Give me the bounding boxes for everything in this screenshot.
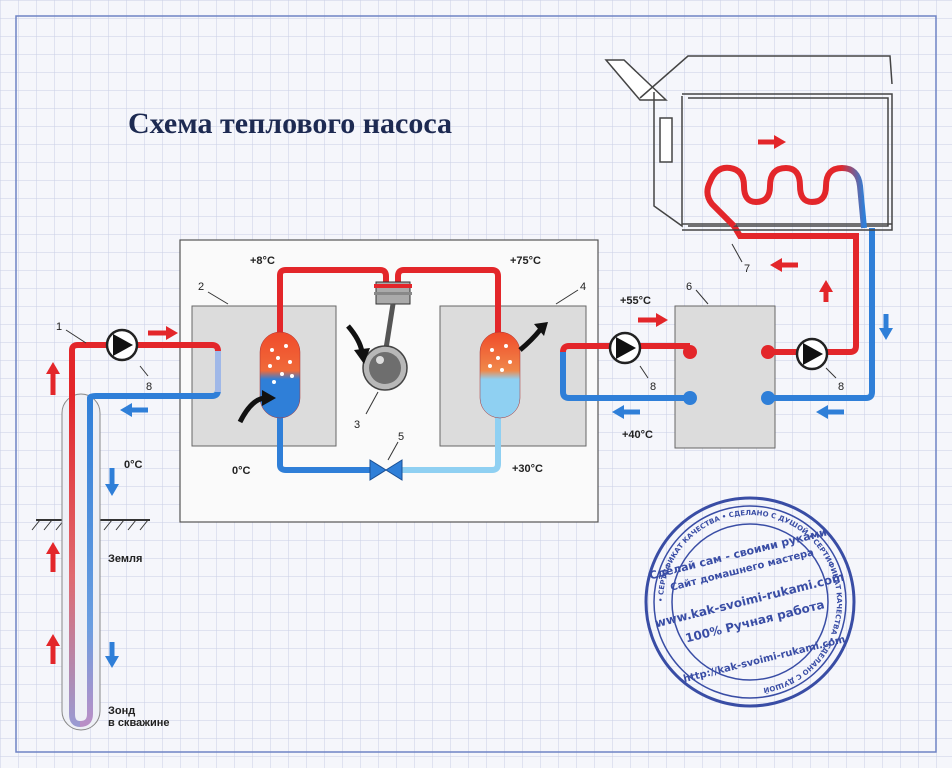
number-4: 4 — [580, 281, 586, 293]
exchanger-port-cold-left — [683, 391, 697, 405]
number-3: 3 — [354, 419, 360, 431]
number-7: 7 — [744, 263, 750, 275]
flow-arrows — [46, 135, 893, 668]
probe-label: Зонд — [108, 705, 135, 717]
ground-label: Земля — [108, 553, 142, 565]
leader-lines — [65, 243, 837, 461]
heat-out-arrow-icon — [518, 328, 542, 352]
condenser-vessel — [479, 331, 521, 419]
number-5: 5 — [398, 431, 404, 443]
temp-label: +40°C — [622, 429, 653, 441]
secondary-hot-pipe — [560, 343, 690, 353]
evaporator-vessel — [259, 331, 301, 419]
secondary-cold-pipe — [560, 352, 690, 401]
compressor-rotation-head-icon — [354, 348, 370, 364]
pump-floor — [795, 337, 829, 371]
floor-cold-pipe — [768, 228, 875, 401]
number-1: 1 — [56, 321, 62, 333]
refrigerant-cold-line — [277, 415, 370, 473]
temp-label: +75°C — [510, 255, 541, 267]
heat-in-arrow-head-icon — [262, 390, 276, 406]
house — [604, 55, 893, 231]
temp-label: +55°C — [620, 295, 651, 307]
number-2: 2 — [198, 281, 204, 293]
pump-secondary — [608, 331, 642, 365]
primary-hot-pipe — [69, 342, 221, 395]
number-8: 8 — [650, 381, 656, 393]
refrigerant-liquid-line — [396, 415, 501, 473]
compressor — [362, 281, 412, 391]
probe-pipe-hot — [69, 395, 81, 727]
frame-border — [15, 15, 937, 753]
probe-pipe-cold — [79, 398, 93, 727]
heat-out-arrow-head-icon — [534, 322, 548, 336]
number-6: 6 — [686, 281, 692, 293]
exchanger-port-hot-left — [683, 345, 697, 359]
page-title: Схема теплового насоса — [128, 107, 452, 140]
probe-label: в скважине — [108, 717, 170, 729]
expansion-valve — [369, 459, 403, 481]
pump-primary — [105, 328, 139, 362]
floor-heating-coil — [704, 164, 867, 229]
temp-label: 0°C — [124, 459, 143, 471]
primary-cold-pipe — [87, 362, 221, 400]
refrigerant-hot-line — [277, 267, 501, 340]
floor-hot-pipe — [731, 224, 859, 355]
temp-label: +30°C — [512, 463, 543, 475]
number-8: 8 — [146, 381, 152, 393]
heat-exchanger-box — [674, 305, 776, 449]
number-8: 8 — [838, 381, 844, 393]
temp-label: 0°C — [232, 465, 251, 477]
borehole — [61, 393, 101, 731]
temp-label: +8°C — [250, 255, 275, 267]
